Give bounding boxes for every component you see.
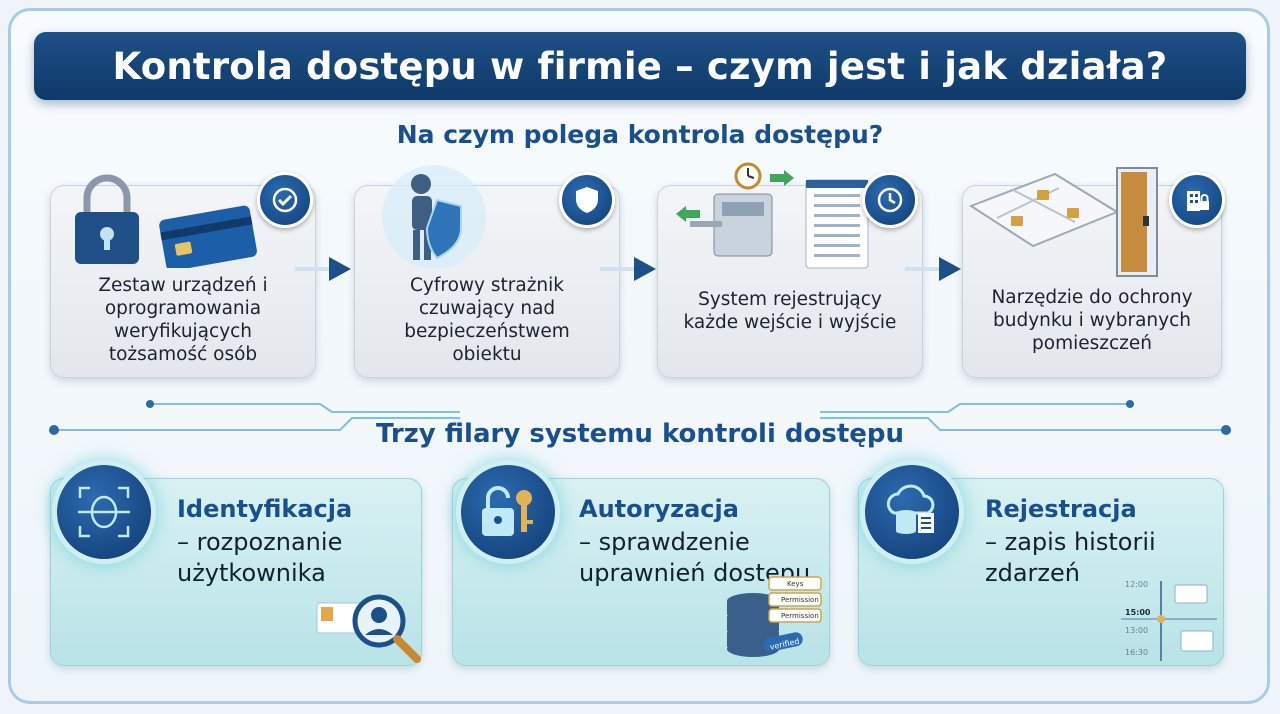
circuit-divider: [49, 400, 1231, 435]
pillar-title: Identyfikacja: [177, 495, 353, 523]
cloud-database-icon: [860, 460, 964, 564]
card-device-set: Zestaw urządzeń i oprogramowania weryfik…: [50, 172, 316, 378]
timeline-time: 15:00: [1125, 608, 1151, 617]
title-banner: Kontrola dostępu w firmie – czym jest i …: [34, 32, 1246, 100]
flow-arrow-icon: [905, 257, 961, 281]
pillar-title: Rejestracja: [985, 495, 1137, 523]
pillar-title: Autoryzacja: [579, 495, 739, 523]
card-text: Narzędzie do ochrony budynku i wybranych…: [991, 287, 1193, 354]
building-lock-icon: [1169, 172, 1225, 228]
pillar-desc: – rozpoznanie użytkownika: [177, 528, 343, 587]
card-building-protection: Narzędzie do ochrony budynku i wybranych…: [962, 167, 1225, 378]
face-scan-icon: [52, 460, 156, 564]
user-search-icon: [316, 594, 421, 663]
timeline-time: 13:00: [1125, 626, 1148, 635]
timeline-time: 12:00: [1125, 580, 1148, 589]
clock-history-icon: [862, 172, 918, 228]
pillar-desc: – zapis historii zdarzeń: [985, 528, 1156, 587]
permission-label: Keys: [787, 580, 804, 588]
page-title: Kontrola dostępu w firmie – czym jest i …: [112, 44, 1168, 88]
flow-arrow-icon: [295, 257, 351, 281]
permission-label: Permission: [781, 596, 819, 604]
flow-arrow-icon: [600, 257, 656, 281]
section-heading-how: Na czym polega kontrola dostępu?: [396, 120, 884, 149]
section-heading-pillars: Trzy filary systemu kontroli dostępu: [375, 419, 905, 449]
check-shield-icon: [257, 172, 313, 228]
card-text: Cyfrowy strażnik czuwający nad bezpiecze…: [404, 275, 570, 365]
permission-label: Permission: [781, 612, 819, 620]
card-text: System rejestrujący każde wejście i wyjś…: [683, 289, 897, 333]
robot-guard-icon: [382, 165, 486, 269]
card-digital-guard: Cyfrowy strażnik czuwający nad bezpiecze…: [354, 165, 620, 378]
timeline-log-icon: 12:00 15:00 13:00 16:30: [1121, 580, 1217, 661]
padlock-card-icon: [75, 174, 257, 268]
lock-key-icon: [456, 460, 560, 564]
shield-icon: [559, 172, 615, 228]
timeline-time: 16:30: [1125, 648, 1148, 657]
card-entry-log: System rejestrujący każde wejście i wyjś…: [657, 162, 923, 378]
turnstile-log-icon: [676, 162, 869, 269]
card-text: Zestaw urządzeń i oprogramowania weryfik…: [98, 275, 268, 365]
database-permissions-icon: Keys Permission Permission verified: [727, 576, 822, 657]
floor-plan-door-icon: [968, 167, 1158, 277]
